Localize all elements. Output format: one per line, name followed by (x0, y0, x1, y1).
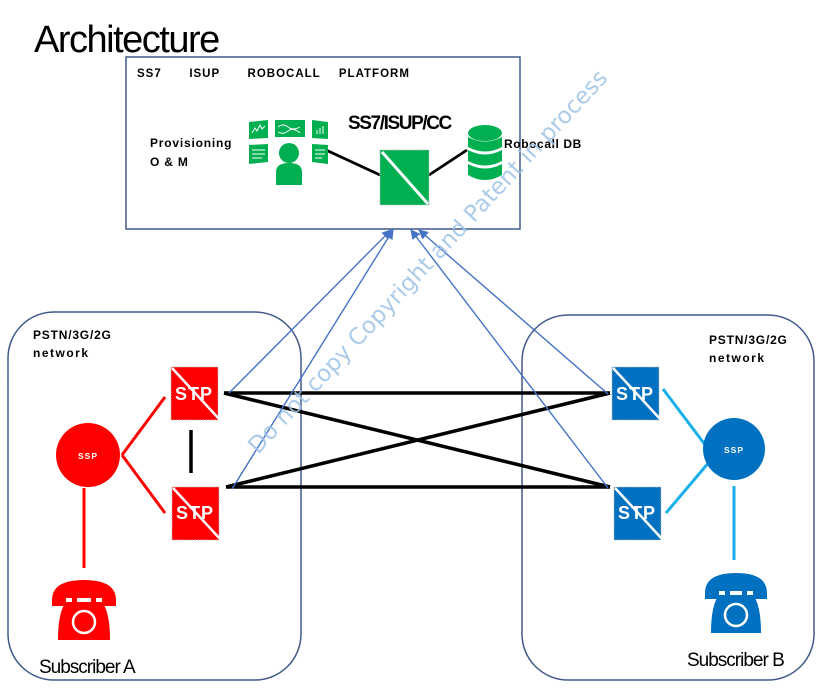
subscriber-a-label: Subscriber A (39, 657, 136, 678)
stp-b-upper: STP (611, 366, 662, 421)
stp-a-lower: STP (171, 486, 222, 541)
database-icon (468, 125, 502, 180)
platform-box (125, 56, 521, 230)
network-a-box (7, 311, 302, 681)
subscriber-b-label: Subscriber B (687, 650, 784, 671)
ssp-a: SSP (56, 423, 120, 487)
ssp-b-label: SSP (724, 445, 744, 455)
network-a-label: PSTN/3G/2G (33, 328, 112, 342)
signaling-links (228, 229, 609, 490)
stp-b-upper-label: STP (616, 384, 654, 404)
network-a-sublabel: network (33, 346, 90, 360)
telephone-icon (705, 573, 767, 633)
ssp-a-label: SSP (78, 451, 98, 461)
telephone-icon (52, 580, 116, 640)
network-b-label: PSTN/3G/2G (709, 333, 788, 347)
stp-a-upper: STP (170, 366, 221, 421)
signaling-node-icon (379, 149, 430, 206)
trunk-a-lower-to-b-upper (225, 391, 611, 489)
ssp-b: SSP (703, 418, 765, 480)
signaling-link-a-lower (231, 229, 394, 490)
core-label: SS7/ISUP/CC (348, 113, 453, 134)
platform-label: SS7 ISUP ROBOCALL PLATFORM (137, 68, 410, 80)
stp-a-upper-label: STP (175, 384, 213, 404)
network-b-box (521, 314, 815, 681)
page-title: Architecture (34, 19, 219, 61)
signaling-link-b-upper (418, 229, 609, 395)
signaling-link-b-lower (410, 229, 609, 489)
db-label: Robocall DB (504, 137, 582, 151)
om-label: O & M (150, 155, 189, 169)
trunk-lines (189, 391, 611, 489)
network-a-links (82, 396, 167, 568)
network-b-sublabel: network (709, 351, 766, 365)
provisioning-label: Provisioning (150, 136, 232, 150)
stp-b-lower: STP (613, 486, 664, 541)
platform-links (325, 148, 468, 177)
signaling-link-a-upper (228, 229, 392, 394)
network-b-links (661, 388, 736, 560)
operator-dashboard-icon (249, 120, 328, 185)
